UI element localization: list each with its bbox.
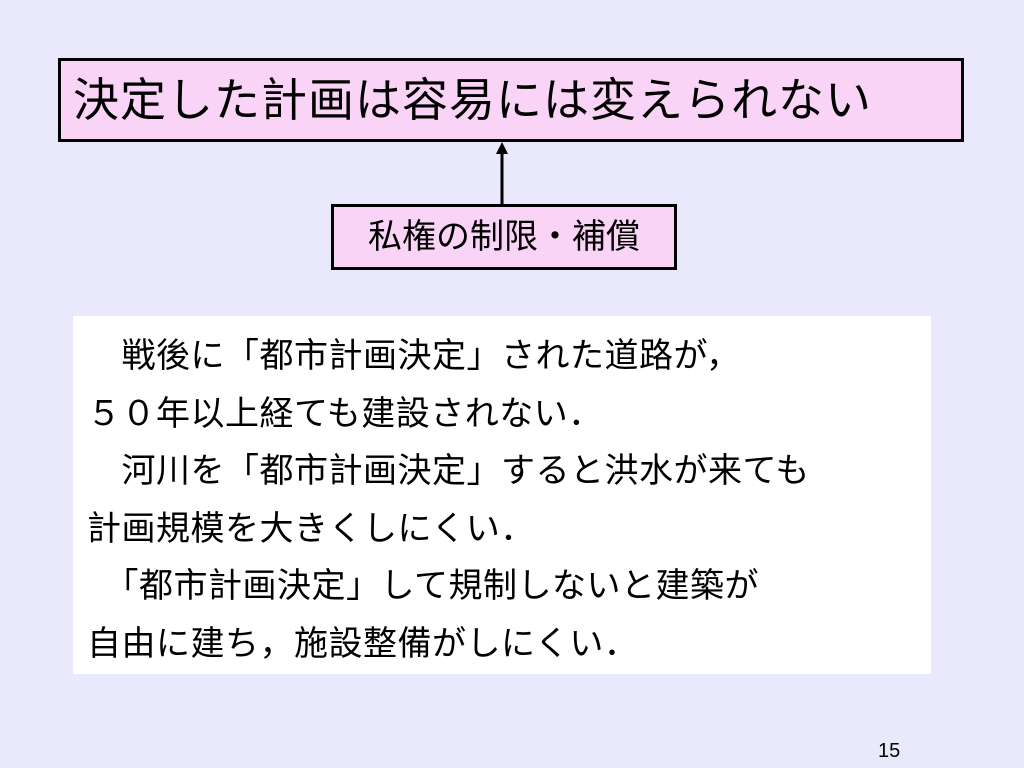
content-box: 戦後に「都市計画決定」された道路が， ５０年以上経ても建設されない． 河川を「都… (73, 316, 931, 674)
up-arrow-icon (496, 142, 508, 206)
title-box: 決定した計画は容易には変えられない (58, 58, 964, 142)
body-line: 河川を「都市計画決定」すると洪水が来ても (87, 451, 810, 492)
body-line: 「都市計画決定」して規制しないと建築が (87, 566, 759, 607)
body-line: 戦後に「都市計画決定」された道路が， (87, 336, 741, 376)
slide-title: 決定した計画は容易には変えられない (73, 73, 872, 127)
subheading-box: 私権の制限・補償 (331, 204, 677, 270)
body-line: ５０年以上経ても建設されない． (87, 393, 603, 434)
subheading: 私権の制限・補償 (368, 217, 640, 257)
body-line: 自由に建ち，施設整備がしにくい． (87, 623, 639, 664)
body-line: 計画規模を大きくしにくい． (87, 508, 535, 549)
page-number: 15 (878, 740, 901, 762)
